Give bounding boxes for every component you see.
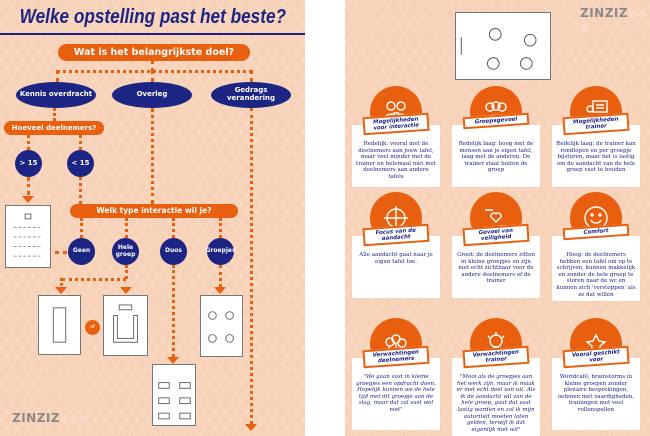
small-groups-layout-diagram xyxy=(200,295,243,357)
card-text: "We gaan vast in kleine groepjes een opd… xyxy=(356,374,436,413)
logo-text: ZINZIZ xyxy=(12,411,61,425)
connector xyxy=(151,70,154,82)
connector xyxy=(250,70,253,82)
interaction-groepjes[interactable]: Groepjes xyxy=(205,238,236,265)
title-divider xyxy=(0,33,305,35)
property-card: Worldcafé, brainstorms in kleine groepen… xyxy=(552,358,640,430)
card-text: Redelijk: vooral met de deelnemers aan j… xyxy=(356,141,436,180)
or-badge: of xyxy=(85,320,100,335)
card-text: Worldcafé, brainstorms in kleine groepen… xyxy=(557,374,635,413)
question-interaction: Welk type interactie wil je? xyxy=(70,204,238,218)
question-participants: Hoeveel deelnemers? xyxy=(4,121,104,135)
card-text: "Mooi als de groepjes aan het werk zijn,… xyxy=(456,374,536,433)
connector xyxy=(56,70,59,82)
arrow-down-icon xyxy=(120,287,132,294)
question-goal: Wat is het belangrijkste doel? xyxy=(58,44,250,61)
connector xyxy=(60,278,63,286)
page-title-wrap: Welke opstelling past het beste? xyxy=(0,5,305,31)
arrow-down-icon xyxy=(214,287,226,294)
interaction-duos[interactable]: Duos xyxy=(160,238,187,265)
connector xyxy=(62,278,126,281)
zinziz-logo: ZINZIZ xyxy=(12,411,88,425)
property-card: "Mooi als de groepjes aan het werk zijn,… xyxy=(452,358,540,436)
property-card: Hoog: de deelnemers hebben een tafel om … xyxy=(552,236,640,302)
connector xyxy=(27,135,30,150)
connector xyxy=(172,265,175,357)
small-groups-layout-diagram xyxy=(455,12,551,80)
connector xyxy=(57,70,252,73)
property-card: Groot: de deelnemers zitten in kleine gr… xyxy=(452,236,540,298)
connector xyxy=(151,61,154,71)
card-text: Redelijk laag: hoog met de mensen aan je… xyxy=(458,141,534,174)
property-card: Redelijk laag: de trainer kan rondlopen … xyxy=(552,125,640,187)
connector xyxy=(125,218,128,238)
zinziz-logo: ZINZIZ xyxy=(580,6,650,34)
arrow-down-icon xyxy=(245,424,257,431)
arrow-down-icon xyxy=(22,196,34,203)
connector xyxy=(151,108,154,204)
connector xyxy=(27,177,30,195)
connector xyxy=(172,218,175,238)
connector xyxy=(219,218,222,238)
goal-kennis-overdracht[interactable]: Kennis overdracht xyxy=(16,82,96,108)
card-text: Redelijk laag: de trainer kan rondlopen … xyxy=(556,141,636,174)
connector xyxy=(55,251,67,254)
property-card: "We gaan vast in kleine groepjes een opd… xyxy=(352,358,440,430)
u-shape-layout-diagram xyxy=(103,295,148,356)
classroom-layout-diagram xyxy=(5,205,51,268)
arrow-down-icon xyxy=(55,287,67,294)
connector xyxy=(80,218,83,238)
goal-gedrags-verandering[interactable]: Gedrags verandering xyxy=(211,82,291,108)
interaction-geen[interactable]: Geen xyxy=(68,238,95,265)
property-card: Redelijk: vooral met de deelnemers aan j… xyxy=(352,125,440,187)
connector xyxy=(79,135,82,150)
page-title: Welke opstelling past het beste? xyxy=(19,6,286,28)
connector xyxy=(125,265,128,279)
arrow-down-icon xyxy=(167,357,179,364)
duo-tables-layout-diagram xyxy=(152,364,196,426)
connector xyxy=(53,108,56,121)
connector xyxy=(250,108,253,424)
size-more-than-15[interactable]: > 15 xyxy=(15,150,42,177)
card-text: Groot: de deelnemers zitten in kleine gr… xyxy=(456,252,536,285)
logo-text: ZINZIZ xyxy=(580,6,629,20)
flowchart-page: Welke opstelling past het beste? Wat is … xyxy=(0,0,305,436)
long-table-layout-diagram xyxy=(38,295,81,355)
property-card: Redelijk laag: hoog met de mensen aan je… xyxy=(452,125,540,187)
size-less-than-15[interactable]: < 15 xyxy=(67,150,94,177)
connector xyxy=(79,177,82,204)
interaction-hele-groep[interactable]: Hele groep xyxy=(112,238,139,265)
property-card: Alle aandacht gaat naar je eigen tafel t… xyxy=(352,236,440,298)
connector xyxy=(219,265,222,287)
goal-overleg[interactable]: Overleg xyxy=(112,82,192,108)
card-text: Alle aandacht gaat naar je eigen tafel t… xyxy=(359,252,433,265)
card-text: Hoog: de deelnemers hebben een tafel om … xyxy=(556,252,636,298)
